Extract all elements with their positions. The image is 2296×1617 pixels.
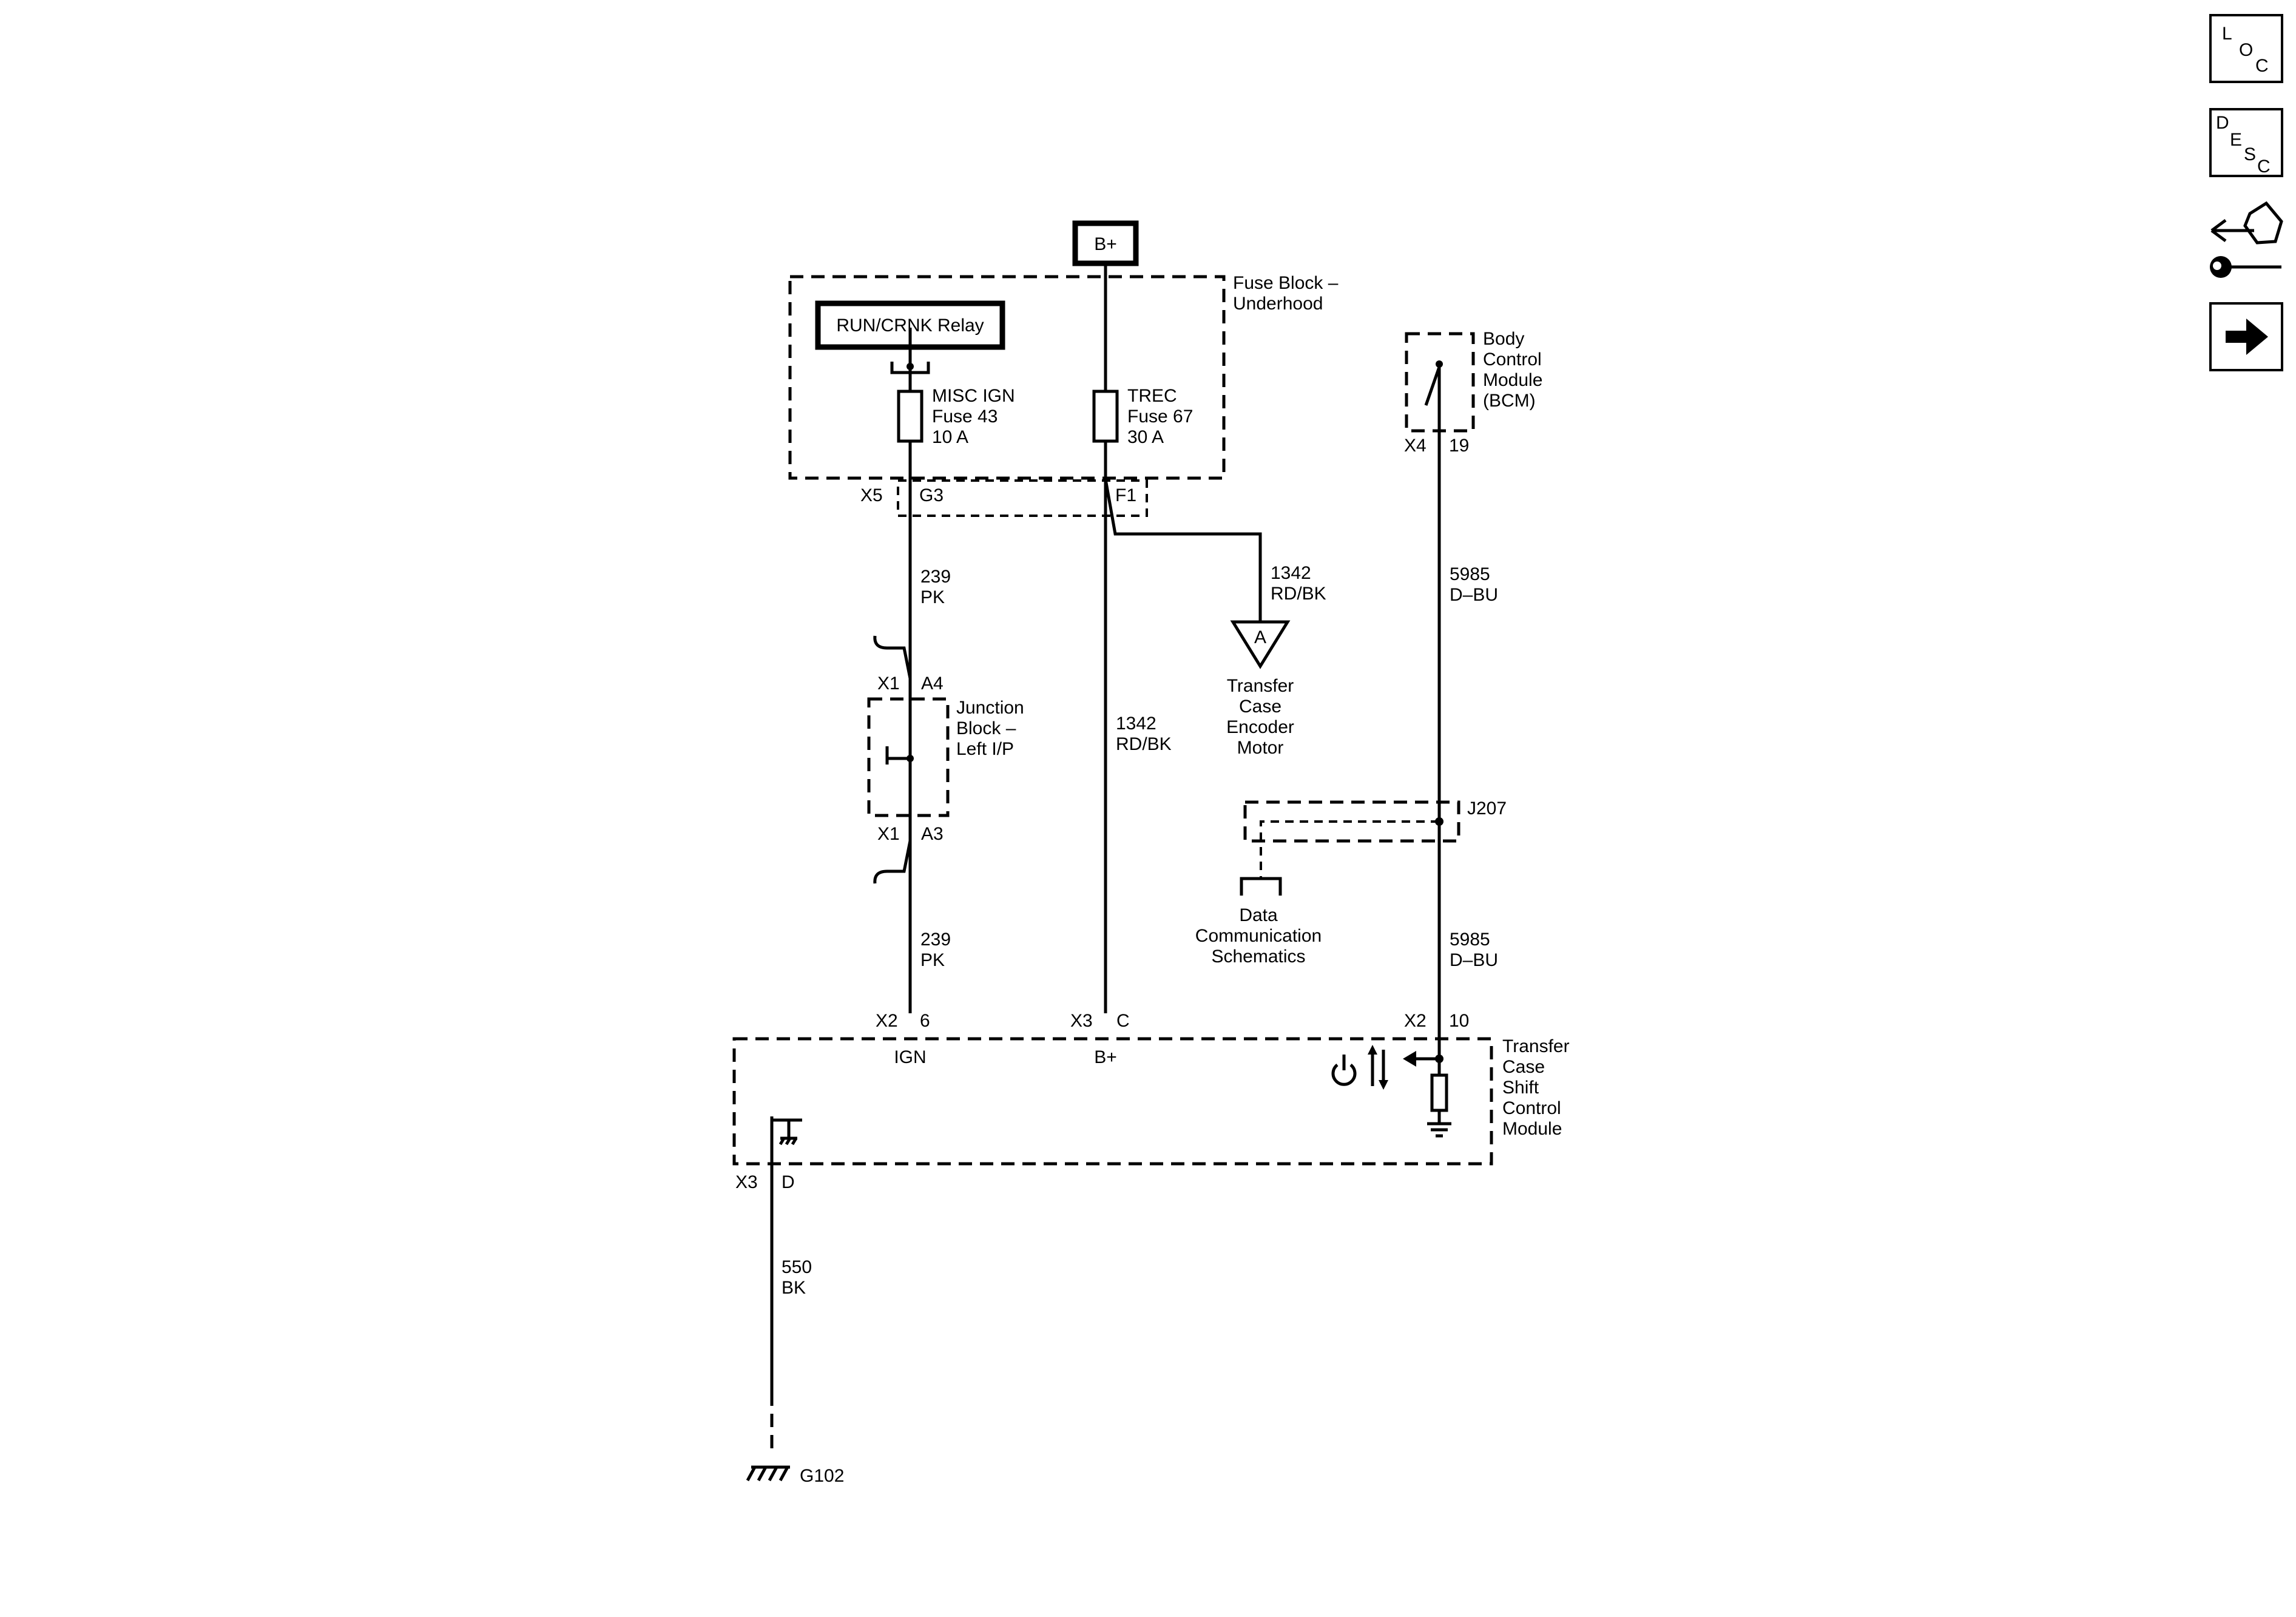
- data-comm-2: Communication: [1195, 926, 1322, 946]
- desc-letter-c: C: [2257, 157, 2271, 177]
- bidirectional-arrows-icon: [1368, 1045, 1388, 1090]
- power-icon: [1331, 1055, 1357, 1086]
- loc-letter-o: O: [2239, 40, 2253, 60]
- pin-f1-label: F1: [1115, 485, 1136, 505]
- wire-239-top-color: PK: [920, 587, 945, 607]
- tccm-conn-4: X3: [735, 1172, 758, 1192]
- tccm-pin-4: D: [782, 1172, 795, 1192]
- bcm-name-2: Control: [1483, 349, 1542, 370]
- wire-239-bottom-color: PK: [920, 950, 945, 970]
- jb-top-pin: A4: [921, 673, 944, 694]
- wire-550-num: 550: [782, 1257, 812, 1277]
- tccm-bplus-label: B+: [1094, 1047, 1117, 1067]
- data-comm-reference[interactable]: Data Communication Schematics: [1195, 877, 1322, 967]
- encoder-name-3: Encoder: [1226, 717, 1294, 737]
- loc-button[interactable]: L O C: [2209, 14, 2283, 83]
- jb-bottom-conn: X1: [877, 824, 900, 844]
- wire-5985-top-num: 5985: [1450, 564, 1490, 584]
- junction-block-left-ip: X1 A4 X1 A3 Junction Block – Left I/P: [867, 635, 1024, 884]
- encoder-name-1: Transfer: [1227, 676, 1294, 696]
- jb-bottom-pin: A3: [921, 824, 944, 844]
- wire-5985-bottom-num: 5985: [1450, 930, 1490, 950]
- battery-positive-label: B+: [1094, 234, 1117, 254]
- encoder-name-4: Motor: [1237, 738, 1284, 758]
- wires: [770, 263, 1441, 1456]
- encoder-ref-letter: A: [1254, 627, 1266, 647]
- ground-g102: G102: [746, 1465, 844, 1486]
- data-comm-3: Schematics: [1211, 947, 1305, 967]
- splice-j207: J207: [1243, 798, 1507, 877]
- tccm-conn-1: X2: [876, 1011, 898, 1031]
- wire-239-top-num: 239: [920, 567, 951, 587]
- wire-1342-branch-num: 1342: [1271, 563, 1311, 583]
- loc-letter-c: C: [2255, 56, 2269, 76]
- jb-name-1: Junction: [956, 698, 1024, 718]
- wire-5985-bottom-color: D–BU: [1450, 950, 1498, 970]
- next-arrow-button[interactable]: [2209, 302, 2283, 371]
- tccm-name-1: Transfer: [1502, 1036, 1570, 1056]
- tccm-name-3: Shift: [1502, 1078, 1539, 1098]
- bcm-conn-label: X4: [1404, 436, 1427, 456]
- loc-letter-l: L: [2222, 24, 2232, 44]
- tccm-name-4: Control: [1502, 1098, 1561, 1118]
- body-control-module: Body Control Module (BCM) X4 19: [1404, 329, 1542, 456]
- fuse-block-name-2: Underhood: [1233, 294, 1323, 314]
- conn-x5-label: X5: [860, 485, 883, 505]
- bcm-name-3: Module: [1483, 370, 1542, 390]
- fuse-43-name: MISC IGN: [932, 386, 1015, 406]
- wire-1342-main-color: RD/BK: [1116, 734, 1172, 754]
- tccm-pin-3: 10: [1449, 1011, 1469, 1031]
- connector-end-view-icon[interactable]: [2210, 201, 2283, 278]
- desc-letter-d: D: [2216, 113, 2229, 133]
- desc-letter-s: S: [2244, 144, 2256, 164]
- fuse-43-number: Fuse 43: [932, 407, 998, 427]
- encoder-name-2: Case: [1239, 697, 1281, 717]
- wire-239-bottom-num: 239: [920, 930, 951, 950]
- splice-name: J207: [1467, 798, 1507, 819]
- tccm-ign-label: IGN: [894, 1047, 926, 1067]
- tccm-conn-2: X3: [1070, 1011, 1093, 1031]
- fuse-block-name-1: Fuse Block –: [1233, 273, 1339, 293]
- desc-button[interactable]: D E S C: [2209, 108, 2283, 177]
- next-arrow-icon: [2226, 319, 2268, 355]
- wire-5985-top-color: D–BU: [1450, 585, 1498, 605]
- data-comm-1: Data: [1239, 905, 1278, 925]
- fuse-43-rating: 10 A: [932, 427, 968, 447]
- fuse-block-underhood: Fuse Block – Underhood RUN/CRNK Relay MI…: [788, 273, 1339, 517]
- wire-1342-main-num: 1342: [1116, 714, 1156, 734]
- fuse-67-number: Fuse 67: [1127, 407, 1193, 427]
- fuse-67-name: TREC: [1127, 386, 1177, 406]
- ground-name: G102: [800, 1466, 844, 1486]
- jb-name-2: Block –: [956, 718, 1016, 738]
- bcm-name-1: Body: [1483, 329, 1524, 349]
- tccm-pin-1: 6: [920, 1011, 930, 1031]
- encoder-motor-reference[interactable]: A Transfer Case Encoder Motor: [1226, 620, 1294, 758]
- fuse-67-rating: 30 A: [1127, 427, 1164, 447]
- jb-top-conn: X1: [877, 673, 900, 694]
- tccm-name-2: Case: [1502, 1057, 1545, 1077]
- tccm-name-5: Module: [1502, 1119, 1562, 1139]
- transfer-case-shift-control-module: X2 6 X3 C X2 10 X3 D IGN B+ Transfer Cas…: [732, 1011, 1570, 1192]
- bcm-name-4: (BCM): [1483, 391, 1536, 411]
- desc-letter-e: E: [2230, 130, 2242, 150]
- jb-name-3: Left I/P: [956, 739, 1014, 759]
- bcm-pin-label: 19: [1449, 436, 1469, 456]
- battery-positive-box: B+: [1072, 220, 1139, 266]
- wire-550-color: BK: [782, 1278, 806, 1298]
- tccm-conn-3: X2: [1404, 1011, 1427, 1031]
- tccm-pin-2: C: [1116, 1011, 1130, 1031]
- wire-1342-branch-color: RD/BK: [1271, 584, 1326, 604]
- pin-g3-label: G3: [919, 485, 944, 505]
